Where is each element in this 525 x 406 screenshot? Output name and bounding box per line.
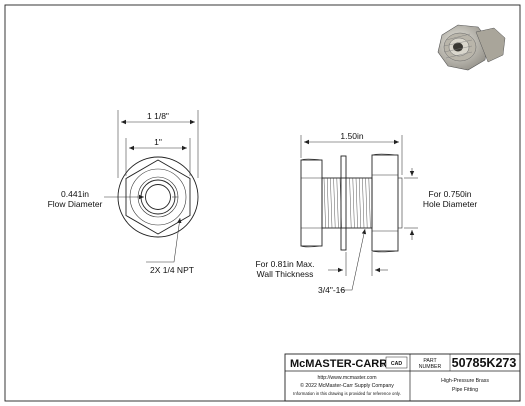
side-view: 1.50in For 0.750in Hole Diameter For 0.8… — [255, 131, 477, 295]
thread-line — [330, 177, 333, 229]
brand-mark: ® — [381, 363, 385, 368]
disclaimer: Information in this drawing is provided … — [293, 391, 401, 396]
hole-diameter-value: For 0.750in — [429, 189, 472, 199]
website: http://www.mcmaster.com — [317, 375, 376, 381]
thread-line — [336, 177, 339, 229]
brand-name: McMASTER-CARR — [290, 358, 387, 370]
thread-line — [368, 177, 371, 229]
flow-diameter-caption: Flow Diameter — [48, 199, 103, 209]
wall-thickness-caption: Wall Thickness — [257, 269, 314, 279]
thread-line — [333, 177, 336, 229]
number-label: NUMBER — [419, 364, 442, 370]
threaded-body — [321, 177, 373, 229]
copyright: © 2022 McMaster-Carr Supply Company — [300, 382, 394, 389]
length-dimension: 1.50in — [340, 131, 363, 141]
thread-note: 2X 1/4 NPT — [150, 265, 194, 275]
front-hex — [125, 159, 191, 235]
description-line-1: High-Pressure Brass — [441, 378, 489, 384]
left-nut — [300, 159, 323, 247]
thread-line — [349, 177, 352, 229]
thread-line — [326, 177, 330, 229]
front-thread-minor-circle — [140, 179, 176, 215]
fitting-thumbnail-icon — [437, 24, 506, 71]
description-line-2: Pipe Fitting — [452, 387, 478, 393]
across-corners-dimension: 1 1/8" — [147, 111, 169, 121]
title-block: McMASTER-CARR ® CAD PART NUMBER 50785K27… — [284, 353, 521, 402]
wall-thickness-value: For 0.81in Max. — [255, 259, 314, 269]
thread-lines — [323, 177, 371, 229]
hole-diameter-caption: Hole Diameter — [423, 199, 477, 209]
thread-line — [358, 177, 362, 229]
part-label: PART — [423, 358, 437, 364]
front-view: 1 1/8" 1" 0.441in Flow Diameter 2X 1/4 N… — [48, 110, 199, 275]
part-number: 50785K273 — [452, 356, 517, 370]
front-bore-circle — [145, 184, 171, 210]
thread-line — [365, 177, 368, 229]
thread-line — [362, 177, 365, 229]
flow-diameter-value: 0.441in — [61, 189, 89, 199]
thread-line — [352, 177, 355, 229]
thread-line — [323, 177, 326, 229]
right-nut — [371, 154, 399, 252]
cad-label: CAD — [391, 361, 402, 367]
sheet-border — [4, 4, 521, 402]
thread-size-label: 3/4"-16 — [318, 285, 345, 295]
across-flats-dimension: 1" — [154, 137, 162, 147]
washer — [340, 155, 347, 251]
thread-line — [355, 177, 358, 229]
